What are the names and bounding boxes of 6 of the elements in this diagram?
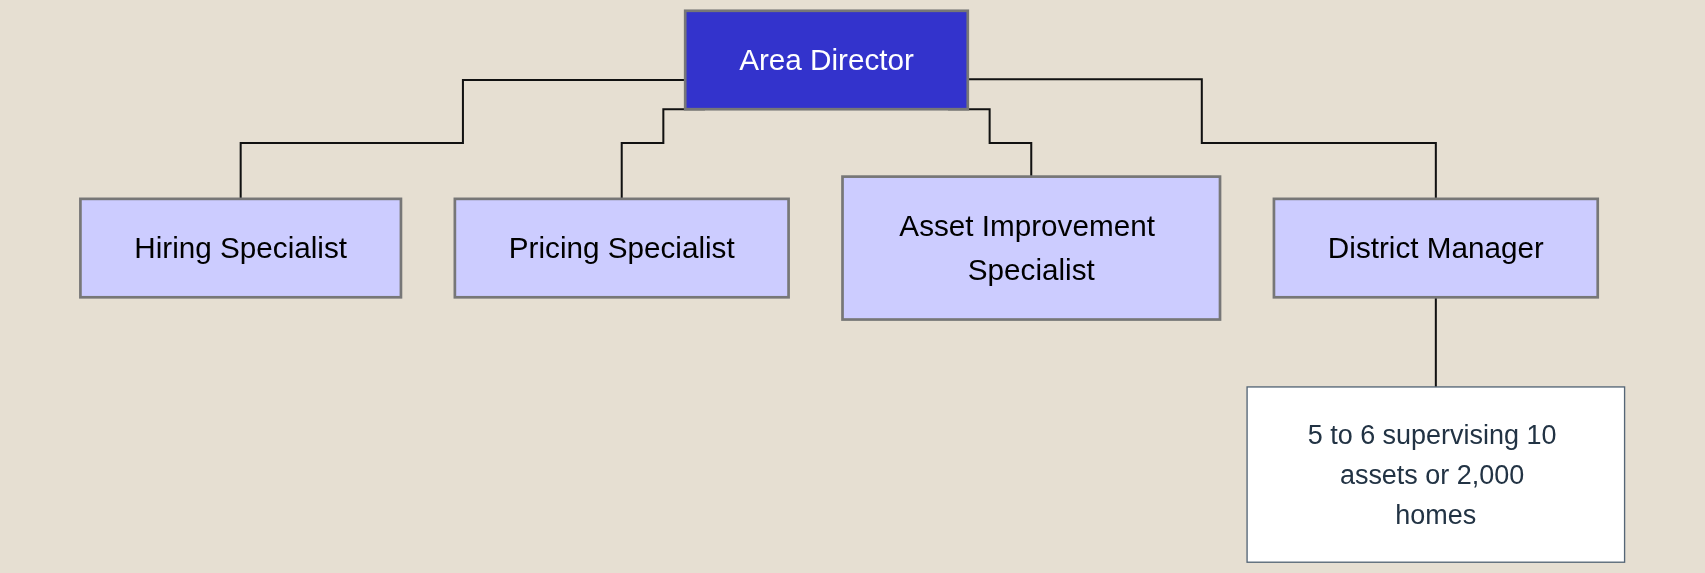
- node-box: Asset Improvement Specialist: [841, 175, 1222, 321]
- node-box: 5 to 6 supervising 10 assets or 2,000 homes: [1246, 386, 1626, 563]
- node-box: Pricing Specialist: [453, 197, 790, 299]
- node-box: District Manager: [1272, 197, 1600, 299]
- node-box: Area Director: [683, 9, 970, 111]
- node-box: Hiring Specialist: [79, 197, 403, 299]
